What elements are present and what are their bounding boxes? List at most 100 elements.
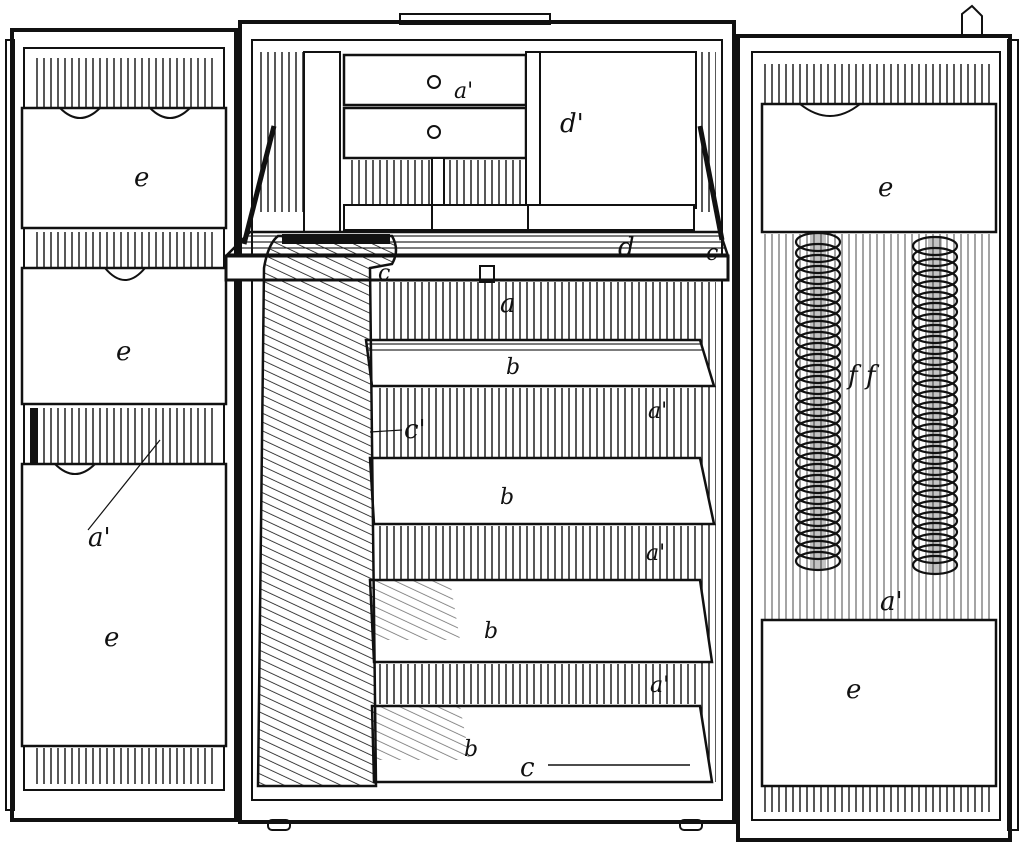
- ring: [794, 297, 842, 319]
- label-right-panel-bottom: e: [846, 675, 861, 705]
- ring: [794, 517, 842, 539]
- ring: [911, 444, 959, 466]
- ring: [794, 539, 842, 561]
- shelf-3: [368, 578, 714, 664]
- ring: [911, 422, 959, 444]
- ring: [911, 543, 959, 565]
- ring: [794, 275, 842, 297]
- ring: [794, 550, 842, 572]
- top-drawer-lower: [342, 106, 528, 160]
- label-shelf-3: b: [484, 619, 498, 644]
- ring: [911, 554, 959, 576]
- ring: [911, 488, 959, 510]
- ring: [794, 330, 842, 352]
- ring: [794, 264, 842, 286]
- ring: [794, 242, 842, 264]
- ring: [911, 466, 959, 488]
- diagram-labels: e e a' e a' d' d c c a b b b b c' a' a' …: [88, 79, 903, 783]
- label-shelf-support-2: a': [646, 541, 665, 566]
- ring: [911, 301, 959, 323]
- left-door: [5, 28, 238, 822]
- ring: [794, 385, 842, 407]
- ring: [794, 308, 842, 330]
- ring-column-right: [911, 235, 959, 576]
- label-left-a-prime: a': [88, 523, 111, 553]
- ring: [911, 378, 959, 400]
- ring: [794, 253, 842, 275]
- ring: [794, 396, 842, 418]
- ring: [794, 341, 842, 363]
- ring: [794, 286, 842, 308]
- label-left-panel-2: e: [116, 337, 131, 367]
- shelf-2: [368, 456, 716, 526]
- label-left-panel-1: e: [134, 163, 149, 193]
- ring: [911, 290, 959, 312]
- label-desk-flap-c-left: c: [378, 261, 390, 286]
- ring: [794, 451, 842, 473]
- ring: [911, 477, 959, 499]
- ring: [794, 231, 842, 253]
- label-curtain-c-prime: c': [404, 415, 426, 445]
- ring: [911, 279, 959, 301]
- ring: [794, 506, 842, 528]
- curtain: [256, 234, 403, 788]
- label-top-drawer-a-prime: a': [454, 79, 473, 104]
- ring: [794, 352, 842, 374]
- ring: [794, 473, 842, 495]
- ring: [911, 499, 959, 521]
- label-left-panel-3: e: [104, 623, 119, 653]
- ring: [911, 510, 959, 532]
- ring: [911, 455, 959, 477]
- ring: [911, 521, 959, 543]
- ring: [794, 528, 842, 550]
- left-panel-1: [20, 106, 228, 230]
- ring: [911, 389, 959, 411]
- label-shelf-support-1: a': [648, 399, 667, 424]
- label-top-compartment-d-prime: d': [560, 109, 584, 139]
- top-drawer-upper: [342, 53, 528, 107]
- ring: [911, 268, 959, 290]
- label-shelf-support-3: a': [650, 673, 669, 698]
- ring: [794, 495, 842, 517]
- shelf-1: [364, 338, 716, 388]
- ring: [794, 407, 842, 429]
- label-cabinet-a: a: [500, 289, 516, 319]
- ring: [911, 334, 959, 356]
- label-desk-flap-c-right: c: [706, 241, 718, 266]
- shelf-4: [370, 704, 714, 784]
- label-right-panel-top: e: [878, 173, 893, 203]
- ring: [911, 532, 959, 554]
- cabinet-body: [238, 13, 736, 824]
- ring: [911, 312, 959, 334]
- label-right-rings: f f: [846, 361, 880, 391]
- ring: [794, 363, 842, 385]
- ring: [794, 319, 842, 341]
- label-shelf-2: b: [500, 485, 514, 510]
- right-panel-top: [760, 102, 998, 234]
- ring: [911, 433, 959, 455]
- ring: [794, 440, 842, 462]
- label-right-a-prime: a': [880, 587, 903, 617]
- label-shelf-1: b: [506, 355, 520, 380]
- ring: [911, 235, 959, 257]
- ring: [911, 411, 959, 433]
- ring: [911, 400, 959, 422]
- label-shelf-4: b: [464, 737, 478, 762]
- ring: [794, 374, 842, 396]
- ring: [911, 356, 959, 378]
- ring: [911, 257, 959, 279]
- label-desk-flap-d: d: [618, 233, 635, 263]
- ring: [911, 246, 959, 268]
- ring: [911, 367, 959, 389]
- right-panel-bottom: [760, 618, 998, 788]
- left-panel-2: [20, 266, 228, 406]
- ring-column-left: [794, 231, 842, 572]
- ring: [794, 484, 842, 506]
- left-panel-3: [20, 439, 228, 748]
- ring: [911, 323, 959, 345]
- right-door: [736, 4, 1019, 842]
- ring: [794, 462, 842, 484]
- ring: [794, 418, 842, 440]
- ring: [911, 345, 959, 367]
